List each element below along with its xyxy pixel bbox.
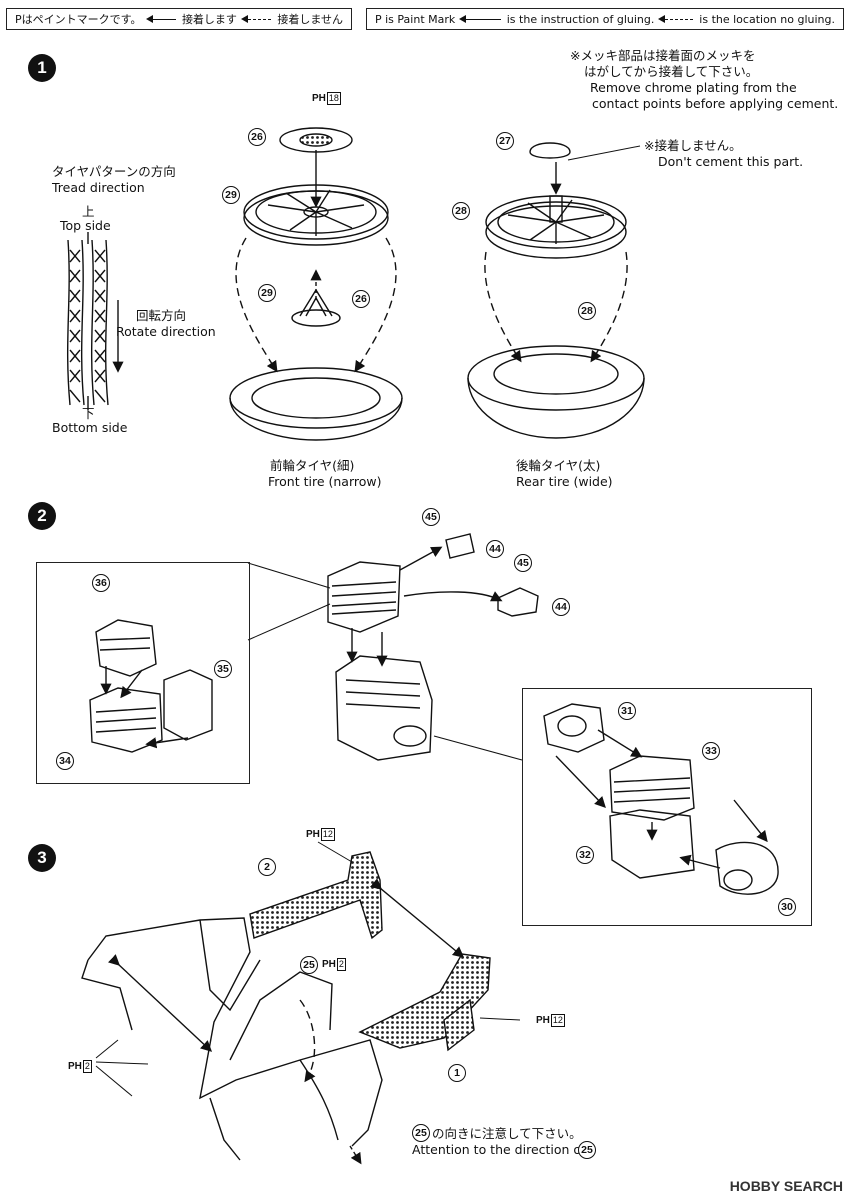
chrome-note-en-2: contact points before applying cement. bbox=[592, 96, 839, 111]
paint-number: 18 bbox=[326, 92, 341, 105]
no-cement-jp: ※接着しません。 bbox=[644, 138, 742, 153]
crankcase bbox=[335, 655, 433, 761]
paint-number: 12 bbox=[550, 1014, 565, 1027]
part-35: 35 bbox=[214, 660, 232, 678]
inset-cylinder-detail bbox=[36, 562, 250, 784]
tread-label-jp: タイヤパターンの方向 bbox=[52, 164, 176, 179]
paint-code: H bbox=[542, 1015, 550, 1026]
part-25: 25 bbox=[300, 956, 318, 974]
bottom-side-jp: 下 bbox=[82, 406, 95, 421]
legend-jp-glue: 接着します bbox=[181, 13, 237, 26]
legend-en-no-glue: is the location no gluing. bbox=[699, 12, 835, 26]
rotate-en: Rotate direction bbox=[116, 324, 216, 339]
frame bbox=[81, 917, 383, 1161]
part-28-bottom: 28 bbox=[578, 302, 596, 320]
paint-number: 12 bbox=[320, 828, 335, 841]
arrow-to-45 bbox=[399, 546, 443, 571]
legend-jp-no-glue: 接着しません bbox=[277, 13, 343, 26]
front-tire-en: Front tire (narrow) bbox=[268, 474, 382, 489]
attention-part-jp: 25 bbox=[412, 1124, 430, 1142]
part-32: 32 bbox=[576, 846, 594, 864]
step-2-badge: 2 bbox=[28, 502, 56, 530]
legend-en: P is Paint Mark is the instruction of gl… bbox=[366, 8, 844, 30]
part-34: 34 bbox=[56, 752, 74, 770]
part-26-top: 26 bbox=[248, 128, 266, 146]
part-45-a: 45 bbox=[422, 508, 440, 526]
inset-crankcase-detail bbox=[522, 688, 812, 926]
legend-en-paint-mark: P is Paint Mark bbox=[375, 12, 456, 26]
side-panel-1 bbox=[358, 953, 491, 1049]
attention-jp: の向きに注意して下さい。 bbox=[432, 1126, 582, 1141]
part-44-a: 44 bbox=[486, 540, 504, 558]
chrome-note-jp-2: はがしてから接着して下さい。 bbox=[584, 64, 759, 79]
attention-part-en: 25 bbox=[578, 1141, 596, 1159]
chrome-note-en-1: Remove chrome plating from the bbox=[590, 80, 797, 95]
part-28-top: 28 bbox=[452, 202, 470, 220]
bottom-side-en: Bottom side bbox=[52, 420, 128, 435]
chrome-note-jp-1: ※メッキ部品は接着面のメッキを bbox=[570, 48, 756, 63]
no-glue-arrow-icon bbox=[658, 14, 694, 23]
step-3-badge: 3 bbox=[28, 844, 56, 872]
part-30: 30 bbox=[778, 898, 796, 916]
glue-arrow-icon bbox=[459, 14, 501, 23]
paint-number: 2 bbox=[336, 958, 346, 971]
part-44-b: 44 bbox=[552, 598, 570, 616]
step-1-badge: 1 bbox=[28, 54, 56, 82]
glue-arrow-icon bbox=[145, 14, 176, 23]
paint-code: H bbox=[318, 93, 326, 104]
front-tire-jp: 前輪タイヤ(細) bbox=[270, 458, 355, 473]
part-1: 1 bbox=[448, 1064, 466, 1082]
paint-number: 2 bbox=[82, 1060, 92, 1073]
attention-en: Attention to the direction of bbox=[412, 1142, 586, 1157]
tread-pattern bbox=[66, 239, 109, 406]
part-26-bottom: 26 bbox=[352, 290, 370, 308]
paint-code: H bbox=[312, 829, 320, 840]
rotate-jp: 回転方向 bbox=[136, 308, 187, 323]
rear-wheel bbox=[467, 142, 645, 439]
part-33: 33 bbox=[702, 742, 720, 760]
part-27: 27 bbox=[496, 132, 514, 150]
rear-tire-jp: 後輪タイヤ(太) bbox=[516, 458, 601, 473]
tread-label-en: Tread direction bbox=[52, 180, 145, 195]
part-29-top: 29 bbox=[222, 186, 240, 204]
top-side-en: Top side bbox=[60, 218, 111, 233]
legend-jp-paint-mark: Pはペイントマークです。 bbox=[15, 13, 142, 26]
no-glue-arrow-icon bbox=[240, 14, 272, 23]
legend-jp: Pはペイントマークです。 接着します 接着しません bbox=[6, 8, 352, 30]
top-side-jp: 上 bbox=[82, 204, 95, 219]
part-2: 2 bbox=[258, 858, 276, 876]
cylinder-head bbox=[327, 561, 401, 633]
paint-code: H bbox=[328, 959, 336, 970]
rear-tire-en: Rear tire (wide) bbox=[516, 474, 613, 489]
part-31: 31 bbox=[618, 702, 636, 720]
paint-code: H bbox=[74, 1061, 82, 1072]
no-cement-en: Don't cement this part. bbox=[658, 154, 804, 169]
legend-en-glue: is the instruction of gluing. bbox=[506, 12, 655, 26]
watermark: HOBBY SEARCH bbox=[729, 1178, 843, 1194]
part-45-b: 45 bbox=[514, 554, 532, 572]
part-29-bottom: 29 bbox=[258, 284, 276, 302]
part-36: 36 bbox=[92, 574, 110, 592]
